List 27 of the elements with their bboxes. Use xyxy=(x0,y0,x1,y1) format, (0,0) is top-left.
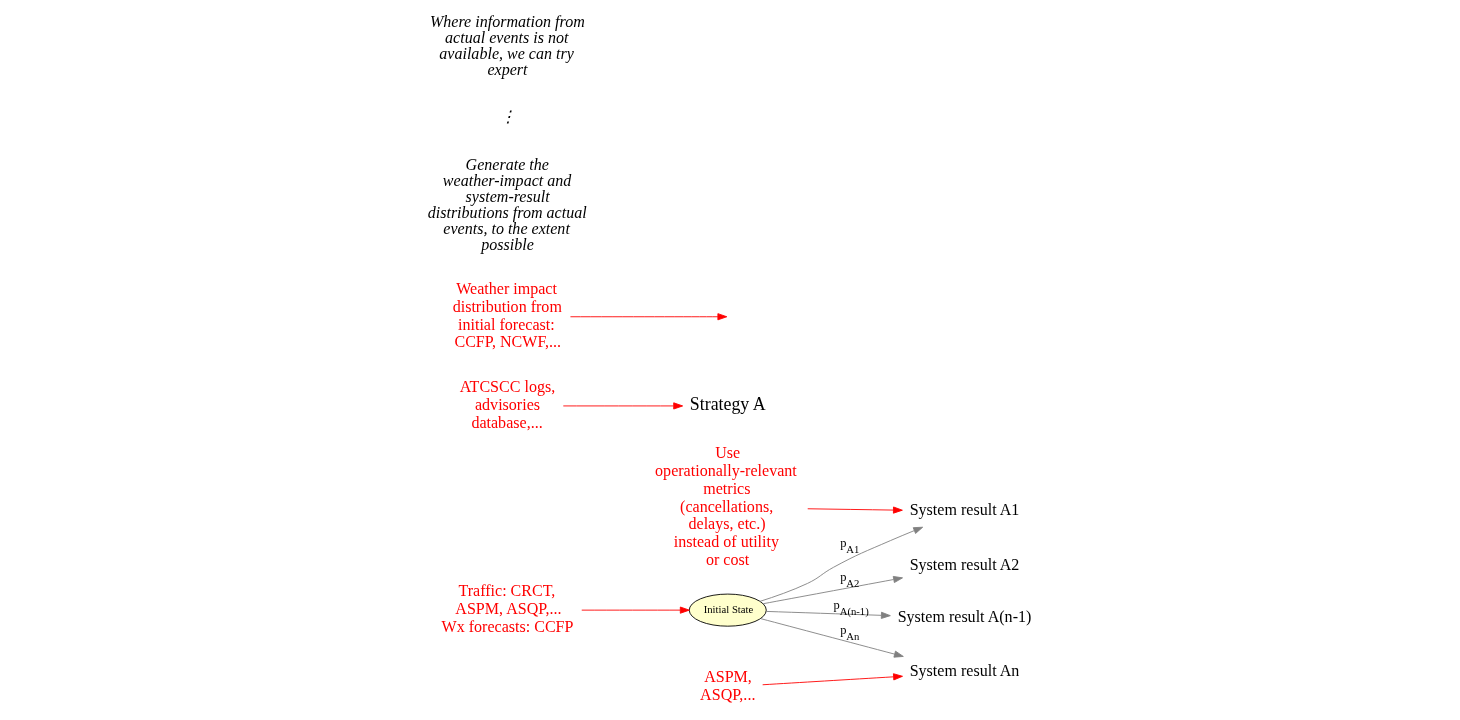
edge-label: p$_{An}$ xyxy=(840,623,860,643)
node-text: Traffic: CRCT, ASPM, ASQP,... Wx forecasts: CCFP xyxy=(441,582,574,635)
arrow xyxy=(581,606,690,614)
label: ⋮ xyxy=(499,107,516,125)
node-text: Weather impact distribution from initial forecast: CCFP, NCWF,... xyxy=(452,279,562,351)
label: Generate the weather-impact and system-result distributions from actual events, to the extent possible xyxy=(427,155,587,254)
arrow xyxy=(762,673,903,686)
node-text: System result A1 xyxy=(909,501,1020,519)
arrow xyxy=(562,402,684,410)
edge-label: p$_{A1}$ xyxy=(840,536,860,555)
arrow xyxy=(765,610,891,619)
arrow xyxy=(762,575,903,605)
arrow xyxy=(570,313,728,321)
node-text: System result A(n-1) xyxy=(897,608,1032,626)
node-text: ASPM, ASQP,... xyxy=(700,667,756,703)
node-text: System result A2 xyxy=(909,556,1020,574)
node-text: Use operationally-relevant metrics (cancellations, delays, etc.) instead of utility or cost xyxy=(655,444,797,569)
node-text: System result An xyxy=(909,662,1020,680)
arrow xyxy=(807,506,903,514)
arrow xyxy=(759,526,924,602)
edge-label: p$_{A2}$ xyxy=(840,569,860,589)
node-text: ATCSCC logs, advisories database,... xyxy=(459,378,556,431)
edge-label: p$_{A(n-1)}$ xyxy=(833,598,869,618)
node-text: Strategy A xyxy=(689,394,766,415)
node-ellipse: Initial State xyxy=(688,593,767,627)
arrow xyxy=(760,618,904,658)
label: Where information from actual events is not available, we can try expert xyxy=(429,13,585,79)
